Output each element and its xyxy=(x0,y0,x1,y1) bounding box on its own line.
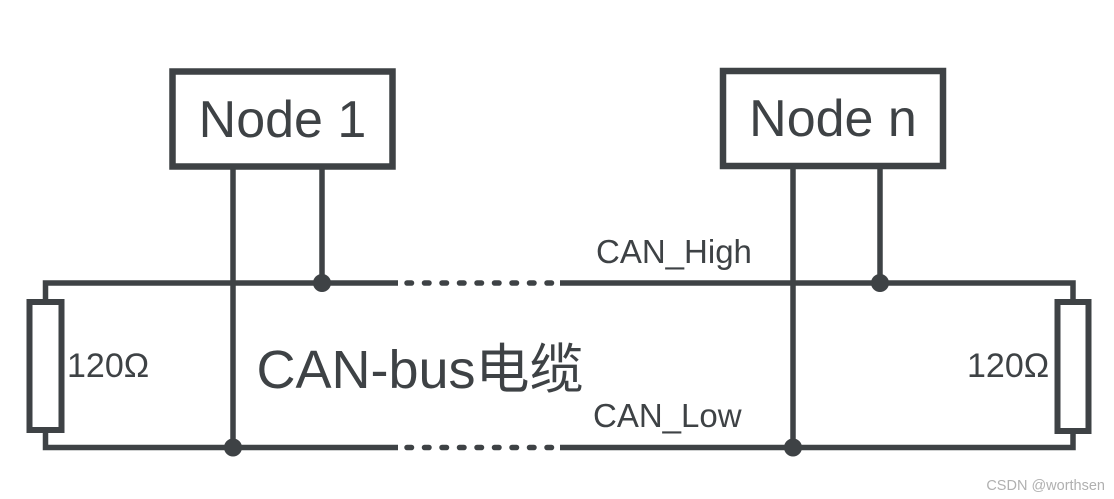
can-low-line-right xyxy=(560,433,1076,451)
terminator-resistor-left xyxy=(26,299,65,433)
can-high-line-left xyxy=(42,280,398,301)
junction-dot-node1-high xyxy=(313,274,331,292)
can-low-line-left xyxy=(42,432,398,451)
node-1-box xyxy=(169,68,396,170)
node-1-label: Node 1 xyxy=(199,91,367,149)
watermark-text: CSDN @worthsen xyxy=(986,478,1105,494)
node-n-label: Node n xyxy=(749,90,917,148)
junction-dot-noden-low xyxy=(784,438,802,457)
can-high-label: CAN_High xyxy=(596,233,752,270)
cable-label: CAN-bus电缆 xyxy=(256,340,583,400)
node-n-box xyxy=(719,67,947,170)
terminator-right-value: 120Ω xyxy=(967,347,1049,385)
terminator-resistor-right xyxy=(1054,299,1092,434)
junction-dot-node1-low xyxy=(224,438,242,457)
terminator-left-value: 120Ω xyxy=(67,347,149,385)
junction-dot-noden-high xyxy=(871,274,889,292)
can-high-line-right xyxy=(560,280,1076,301)
can-low-label: CAN_Low xyxy=(593,397,742,434)
